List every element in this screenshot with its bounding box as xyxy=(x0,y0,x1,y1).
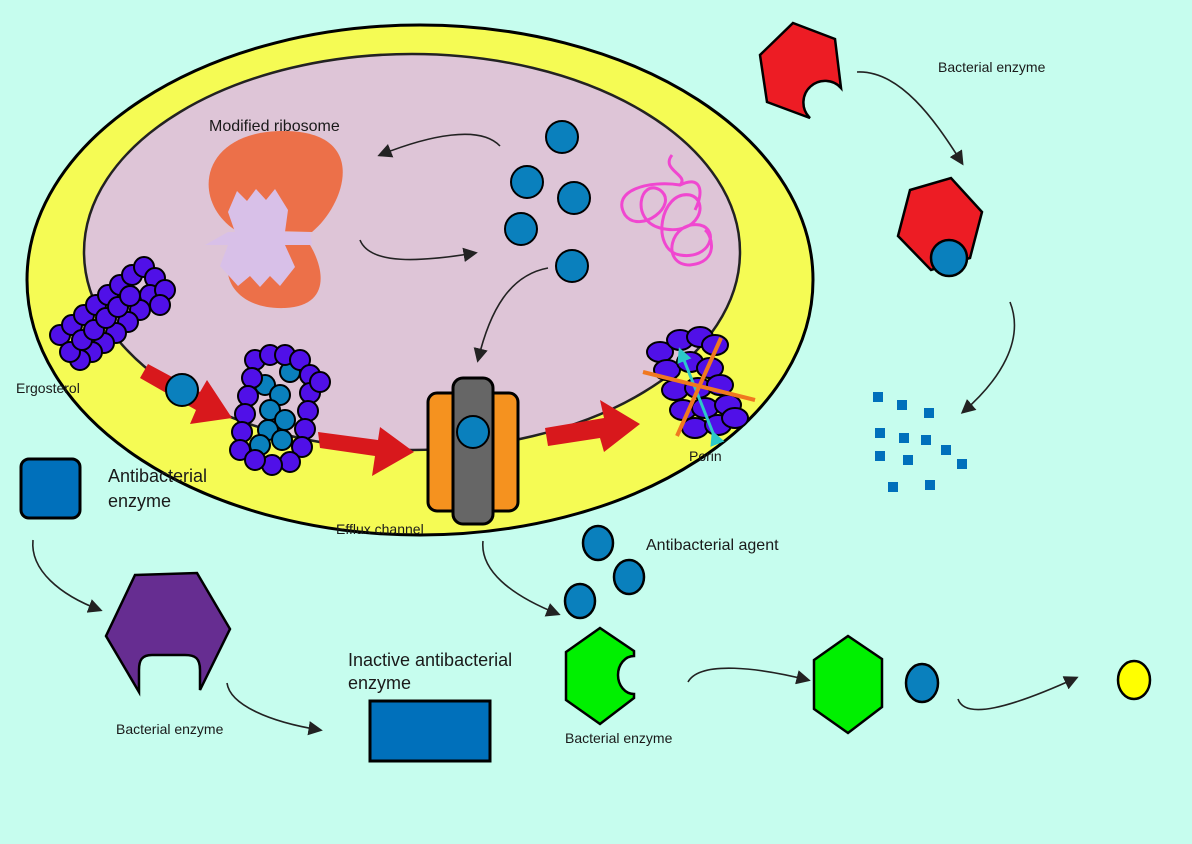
purple-bacterial-enzyme xyxy=(104,571,232,697)
ergosterol-cluster-middle xyxy=(229,344,331,476)
antibacterial-enzyme-pathway: Antibacterial enzyme Bacterial enzyme In… xyxy=(19,457,512,763)
red-enzyme-unbound xyxy=(758,21,843,120)
efflux-channel: Efflux channel xyxy=(336,376,520,537)
green-enzyme-pathway: Antibacterial agent Bacterial enzyme xyxy=(482,524,1152,746)
ribosome-core xyxy=(205,189,312,287)
antibacterial-enzyme-label-1: Antibacterial xyxy=(108,466,207,486)
blocked-cross xyxy=(675,337,723,437)
intracellular-agents xyxy=(504,120,591,283)
efflux-channel-label: Efflux channel xyxy=(336,521,424,537)
dna-icon xyxy=(620,154,713,267)
inactive-label-1: Inactive antibacterial xyxy=(348,650,512,670)
inactive-antibacterial-enzyme xyxy=(368,699,492,763)
porin-label: Porin xyxy=(689,448,722,464)
arrow-down-2 xyxy=(960,301,1016,414)
antibacterial-agent-label: Antibacterial agent xyxy=(646,537,779,554)
inactive-label-2: enzyme xyxy=(348,673,411,693)
antibacterial-enzyme xyxy=(19,457,82,520)
arrow-from-efflux xyxy=(482,540,561,617)
agent-molecule xyxy=(563,582,597,620)
arrow-to-efflux xyxy=(473,267,549,363)
bacterial-enzyme-green-label: Bacterial enzyme xyxy=(565,730,673,746)
modified-ribosome-label: Modified ribosome xyxy=(209,118,340,135)
agent-molecule xyxy=(612,558,646,596)
agent-molecule xyxy=(557,181,591,215)
modified-ribosome: Modified ribosome xyxy=(205,118,343,309)
ergosterol-label: Ergosterol xyxy=(16,380,80,396)
red-enzyme-pathway: Bacterial enzyme xyxy=(758,21,1046,492)
arrow-down-1 xyxy=(856,71,964,166)
porin: Porin xyxy=(642,326,756,464)
arrow-to-purple-enzyme xyxy=(32,539,103,613)
inactivated-product xyxy=(1116,659,1152,701)
agent-molecule xyxy=(165,373,199,407)
arrow-from-ribosome xyxy=(359,239,478,262)
agent-molecule xyxy=(456,415,490,449)
arrow-to-inactive xyxy=(226,682,323,736)
agent-molecule xyxy=(510,165,544,199)
agent-molecule xyxy=(929,238,969,278)
agent-molecule xyxy=(581,524,615,562)
green-bacterial-enzyme-bound xyxy=(812,634,884,735)
bacterial-enzyme-top-label: Bacterial enzyme xyxy=(938,59,1046,75)
green-bacterial-enzyme-unbound xyxy=(564,626,636,726)
agent-molecule xyxy=(504,212,538,246)
agent-molecule xyxy=(545,120,579,154)
ergosterol-cluster xyxy=(49,256,176,371)
degraded-fragments xyxy=(873,392,967,492)
arrow-to-product xyxy=(957,676,1079,711)
red-arrow xyxy=(545,400,640,452)
antibacterial-enzyme-label-2: enzyme xyxy=(108,491,171,511)
arrow-to-ribosome xyxy=(377,133,501,158)
agent-molecule xyxy=(904,662,940,704)
red-arrow xyxy=(318,427,414,476)
bacterial-enzyme-purple-label: Bacterial enzyme xyxy=(116,721,224,737)
agent-molecule xyxy=(555,249,589,283)
arrow-to-bound xyxy=(687,667,811,685)
